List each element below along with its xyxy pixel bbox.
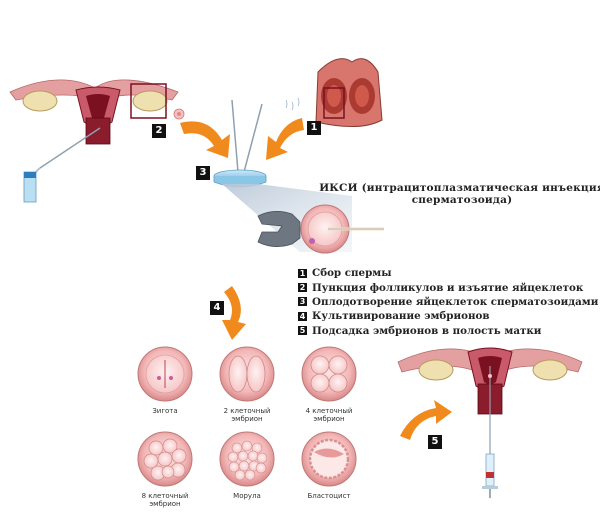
icsi-closeup [257,204,384,254]
caption-8-cell: 8 клеточный эмбрион [125,492,205,508]
caption-4-cell: 4 клеточный эмбрион [289,407,369,423]
testes-illustration [285,58,383,128]
caption-line: 4 клеточный [305,407,353,415]
arrow-step4-down [222,286,246,340]
legend-number: 2 [298,283,307,293]
uterus-illustration-top [9,79,185,203]
caption-line: эмбрион [149,500,181,508]
legend-text: Культивирование эмбрионов [312,310,490,323]
caption-line: Зигота [152,407,178,415]
caption-line: эмбрион [231,415,263,423]
caption-2-cell: 2 клеточный эмбрион [207,407,287,423]
legend-number: 5 [298,326,307,336]
caption-morula: Морула [207,492,287,500]
legend-text: Пункция фолликулов и изъятие яйцеклеток [312,281,584,294]
uterus-illustration-bottom [397,347,583,498]
caption-line: Морула [233,492,261,500]
legend-item: 1 Сбор спермы [298,266,598,280]
caption-zygote: Зигота [125,407,205,415]
legend-text: Сбор спермы [312,267,392,280]
embryo-blastocyst [301,431,357,487]
badge-step-3: 3 [196,166,210,180]
caption-blastocyst: Бластоцист [289,492,369,500]
legend-number: 1 [298,268,307,278]
legend-item: 3 Оплодотворение яйцеклеток сперматозоид… [298,295,598,309]
arrow-step1-to-dish [266,118,304,160]
legend-number: 4 [298,311,307,321]
legend-text: Подсадка эмбрионов в полость матки [312,324,542,337]
embryo-4-cell [301,346,357,402]
caption-line: 2 клеточный [223,407,271,415]
icsi-title: ИКСИ (интрацитоплазматическая инъекция с… [319,182,600,206]
badge-step-5: 5 [428,435,442,449]
caption-line: эмбрион [313,415,345,423]
legend-item: 5 Подсадка эмбрионов в полость матки [298,324,598,338]
badge-step-4: 4 [210,301,224,315]
badge-step-2: 2 [152,124,166,138]
legend: 1 Сбор спермы 2 Пункция фолликулов и изъ… [298,266,598,338]
badge-step-1: 1 [307,121,321,135]
legend-number: 3 [298,297,307,307]
embryo-2-cell [219,346,275,402]
embryo-morula [219,431,275,487]
caption-line: 8 клеточный [141,492,189,500]
embryo-8-cell [137,431,193,487]
legend-item: 2 Пункция фолликулов и изъятие яйцеклето… [298,280,598,294]
legend-text: Оплодотворение яйцеклеток сперматозоидам… [312,295,599,308]
legend-item: 4 Культивирование эмбрионов [298,309,598,323]
arrow-step5 [400,400,452,440]
arrow-step2-to-dish [180,121,230,158]
caption-line: Бластоцист [307,492,351,500]
embryo-zygote [137,346,193,402]
